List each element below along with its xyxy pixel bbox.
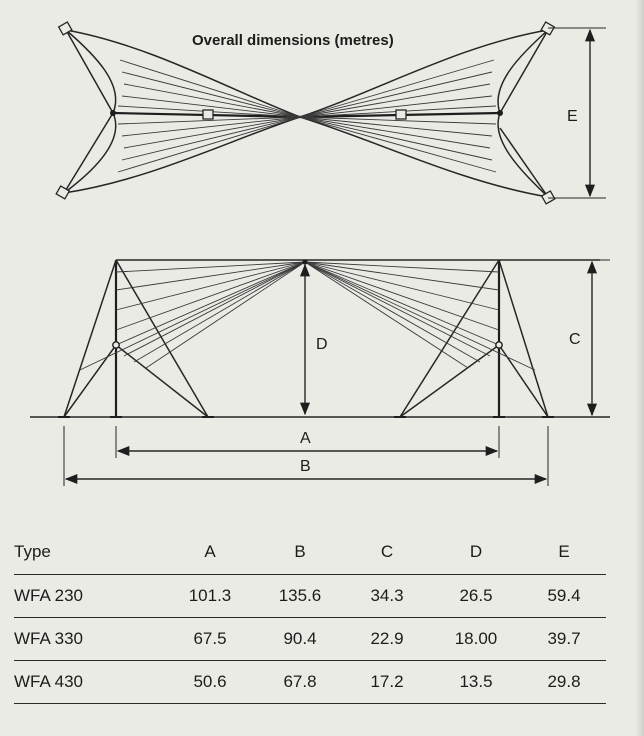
dim-b-label: B <box>300 458 311 475</box>
header-type: Type <box>14 530 164 575</box>
table-row: WFA 430 50.6 67.8 17.2 13.5 29.8 <box>14 660 606 704</box>
left-mast-feed-point <box>112 341 120 349</box>
plan-right-upper-catenary <box>299 29 549 118</box>
header-a: A <box>164 530 256 575</box>
centre-support-point <box>302 259 308 265</box>
plan-anchor-bottom-left <box>55 185 71 200</box>
right-mast-feed-point <box>495 341 503 349</box>
antenna-dimensions-diagram: E Overall dimensions (metres) <box>30 21 610 486</box>
dim-e-label: E <box>567 108 578 125</box>
table-row: WFA 330 67.5 90.4 22.9 18.00 39.7 <box>14 617 606 661</box>
dimensions-table: Type A B C D E WFA 230 101.3 135.6 34.3 … <box>14 530 606 704</box>
header-e: E <box>522 530 606 575</box>
cell-e: 29.8 <box>522 660 606 704</box>
cell-d: 13.5 <box>430 660 522 704</box>
plan-right-outer-arc-top <box>497 29 549 114</box>
cell-c: 34.3 <box>344 574 430 618</box>
plan-left-mast-point <box>110 110 116 116</box>
plan-right-feed-upper <box>499 29 549 114</box>
plan-anchor-top-left <box>57 21 73 36</box>
plan-left-outer-arc-bottom <box>63 112 117 194</box>
plan-box-right <box>395 109 407 120</box>
diagram-title: Overall dimensions (metres) <box>192 32 394 49</box>
plan-box-left <box>202 109 214 120</box>
elevation-view: D C A B <box>30 259 610 486</box>
elevation-left-fan <box>79 261 306 371</box>
plan-anchor-bottom-right <box>540 190 556 205</box>
plan-left-outer-arc-top <box>65 29 117 114</box>
plan-right-outer-arc-bottom <box>497 112 549 198</box>
plan-left-upper-catenary <box>65 29 301 118</box>
table-header-row: Type A B C D E <box>14 530 606 575</box>
plan-right-feed-lower <box>499 127 549 198</box>
cell-d: 18.00 <box>430 617 522 661</box>
plan-left-feed-upper <box>65 29 114 114</box>
plan-left-feed-lower <box>63 112 114 194</box>
cell-a: 50.6 <box>164 660 256 704</box>
plan-right-mast-point <box>497 110 503 116</box>
left-mast-stays <box>63 259 209 418</box>
elevation-right-fan <box>304 261 536 371</box>
cell-c: 22.9 <box>344 617 430 661</box>
plan-view: E Overall dimensions (metres) <box>55 21 606 205</box>
cell-type: WFA 230 <box>14 574 164 618</box>
cell-a: 101.3 <box>164 574 256 618</box>
cell-b: 90.4 <box>256 617 344 661</box>
cell-d: 26.5 <box>430 574 522 618</box>
cell-c: 17.2 <box>344 660 430 704</box>
header-b: B <box>256 530 344 575</box>
cell-b: 135.6 <box>256 574 344 618</box>
cell-b: 67.8 <box>256 660 344 704</box>
plan-left-lower-catenary <box>63 116 301 194</box>
table-row: WFA 230 101.3 135.6 34.3 26.5 59.4 <box>14 574 606 618</box>
cell-type: WFA 430 <box>14 660 164 704</box>
dim-a-label: A <box>300 430 311 447</box>
plan-right-lower-catenary <box>299 116 549 198</box>
cell-a: 67.5 <box>164 617 256 661</box>
cell-e: 39.7 <box>522 617 606 661</box>
cell-e: 59.4 <box>522 574 606 618</box>
header-c: C <box>344 530 430 575</box>
header-d: D <box>430 530 522 575</box>
plan-right-fan <box>299 59 497 173</box>
dim-d-label: D <box>316 336 328 353</box>
plan-anchor-top-right <box>540 21 556 36</box>
cell-type: WFA 330 <box>14 617 164 661</box>
dim-c-label: C <box>569 331 581 348</box>
